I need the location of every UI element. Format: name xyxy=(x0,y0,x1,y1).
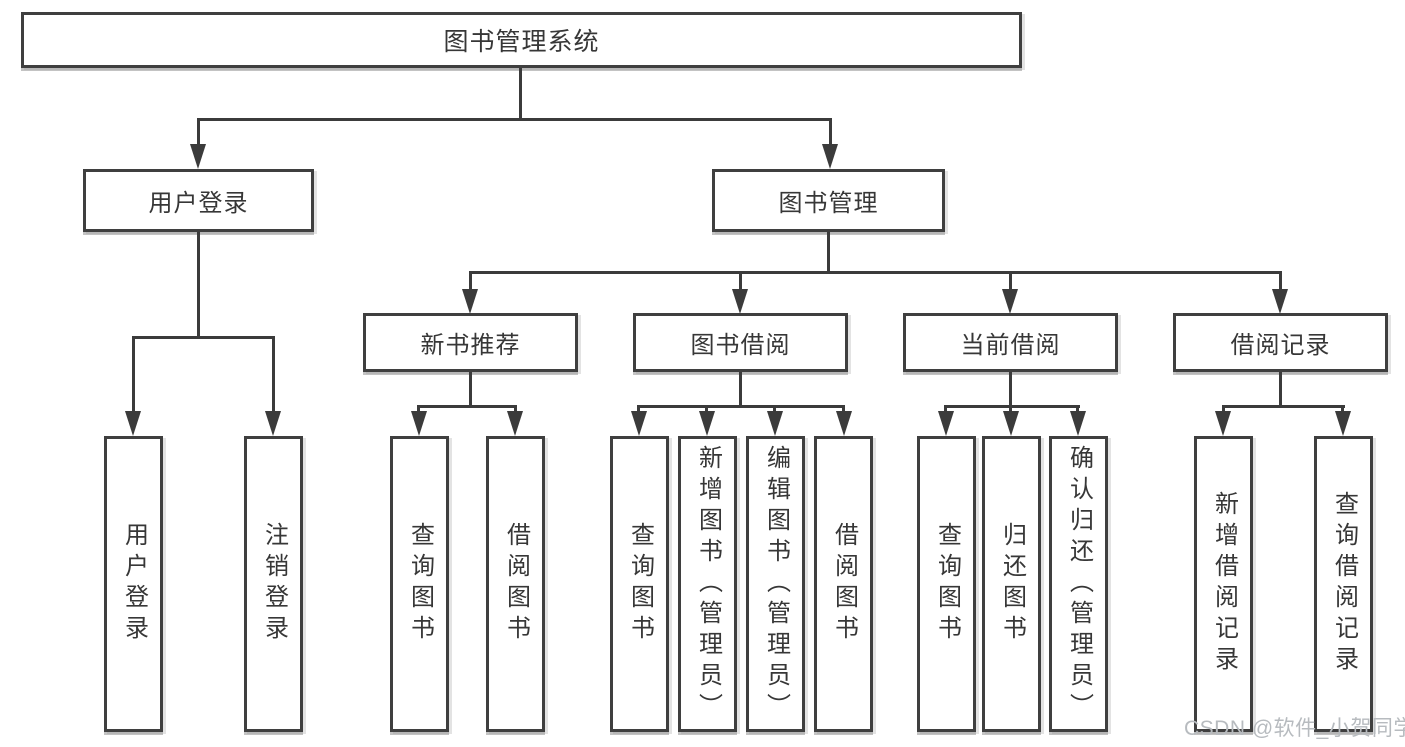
connector-line xyxy=(469,271,1282,274)
connector-line xyxy=(417,405,420,415)
node-leaf-query-borrow-record: 查询借阅记录 xyxy=(1314,436,1373,732)
connector-line xyxy=(1222,405,1345,408)
connector-line xyxy=(469,372,472,407)
connector-line xyxy=(132,336,275,339)
connector-line xyxy=(197,118,200,146)
connector-line xyxy=(944,405,1080,408)
connector-line xyxy=(514,405,517,415)
node-label: 编辑图书（管理员） xyxy=(762,444,790,724)
connector-line xyxy=(1009,271,1012,293)
arrow-head xyxy=(732,289,748,314)
node-leaf-borrow-books-recommend: 借阅图书 xyxy=(486,436,545,732)
node-leaf-query-books-current: 查询图书 xyxy=(917,436,976,732)
node-book-management: 图书管理 xyxy=(712,169,945,232)
arrow-head xyxy=(1002,289,1018,314)
node-label: 归还图书 xyxy=(998,522,1026,646)
node-book-borrowing: 图书借阅 xyxy=(633,313,848,372)
node-label: 用户登录 xyxy=(148,190,249,217)
connector-line xyxy=(1279,372,1282,407)
arrow-head xyxy=(1215,411,1231,436)
arrow-head xyxy=(1272,289,1288,314)
connector-line xyxy=(773,405,776,415)
connector-line xyxy=(705,405,708,415)
node-leaf-borrow-books: 借阅图书 xyxy=(814,436,873,732)
node-leaf-user-login: 用户登录 xyxy=(104,436,163,732)
node-root-library-system: 图书管理系统 xyxy=(21,12,1022,68)
connector-line xyxy=(1279,271,1282,293)
arrow-head xyxy=(190,144,206,169)
connector-line xyxy=(944,405,947,415)
connector-line xyxy=(132,336,135,414)
node-label: 新增图书（管理员） xyxy=(694,444,722,724)
node-current-borrowing: 当前借阅 xyxy=(903,313,1118,372)
node-leaf-return-books: 归还图书 xyxy=(982,436,1041,732)
node-label: 借阅记录 xyxy=(1230,332,1331,359)
connector-line xyxy=(827,232,830,274)
node-label: 图书管理 xyxy=(778,190,879,217)
arrow-head xyxy=(1003,411,1019,436)
arrow-head xyxy=(411,411,427,436)
connector-line xyxy=(842,405,845,415)
arrow-head xyxy=(822,144,838,169)
node-label: 确认归还（管理员） xyxy=(1065,444,1093,724)
node-label: 新增借阅记录 xyxy=(1210,491,1238,677)
connector-line xyxy=(1222,405,1225,415)
node-label: 注销登录 xyxy=(260,522,288,646)
connector-line xyxy=(519,68,522,118)
connector-line xyxy=(417,405,517,408)
arrow-head xyxy=(462,289,478,314)
connector-line xyxy=(469,271,472,293)
node-leaf-add-books-admin: 新增图书（管理员） xyxy=(678,436,737,732)
connector-line xyxy=(739,271,742,293)
node-borrow-records: 借阅记录 xyxy=(1173,313,1388,372)
node-label: 新书推荐 xyxy=(420,332,521,359)
node-leaf-logout: 注销登录 xyxy=(244,436,303,732)
node-label: 借阅图书 xyxy=(830,522,858,646)
connector-line xyxy=(272,336,275,414)
node-label: 图书管理系统 xyxy=(443,28,600,56)
arrow-head xyxy=(265,411,281,436)
node-label: 查询图书 xyxy=(406,522,434,646)
node-leaf-query-books-borrow: 查询图书 xyxy=(610,436,669,732)
connector-line xyxy=(739,372,742,407)
arrow-head xyxy=(1335,411,1351,436)
arrow-head xyxy=(767,411,783,436)
node-leaf-confirm-return-admin: 确认归还（管理员） xyxy=(1049,436,1108,732)
node-new-book-recommend: 新书推荐 xyxy=(363,313,578,372)
connector-line xyxy=(829,118,832,146)
node-label: 图书借阅 xyxy=(690,332,791,359)
node-label: 查询借阅记录 xyxy=(1330,491,1358,677)
connector-line xyxy=(1076,405,1079,415)
connector-line xyxy=(1341,405,1344,415)
arrow-head xyxy=(699,411,715,436)
node-user-login: 用户登录 xyxy=(83,169,314,232)
node-label: 借阅图书 xyxy=(502,522,530,646)
connector-line xyxy=(197,118,832,121)
connector-line xyxy=(637,405,845,408)
node-leaf-add-borrow-record: 新增借阅记录 xyxy=(1194,436,1253,732)
arrow-head xyxy=(836,411,852,436)
arrow-head xyxy=(507,411,523,436)
node-label: 查询图书 xyxy=(626,522,654,646)
node-label: 当前借阅 xyxy=(960,332,1061,359)
connector-line xyxy=(197,232,200,339)
node-label: 查询图书 xyxy=(933,522,961,646)
arrow-head xyxy=(1070,411,1086,436)
arrow-head xyxy=(938,411,954,436)
arrow-head xyxy=(125,411,141,436)
node-leaf-query-books-recommend: 查询图书 xyxy=(390,436,449,732)
csdn-watermark: CSDN @软件_小贺同学 xyxy=(1184,717,1405,740)
connector-line xyxy=(1009,405,1012,415)
node-label: 用户登录 xyxy=(120,522,148,646)
node-leaf-edit-books-admin: 编辑图书（管理员） xyxy=(746,436,805,732)
arrow-head xyxy=(631,411,647,436)
connector-line xyxy=(637,405,640,415)
connector-line xyxy=(1009,372,1012,407)
